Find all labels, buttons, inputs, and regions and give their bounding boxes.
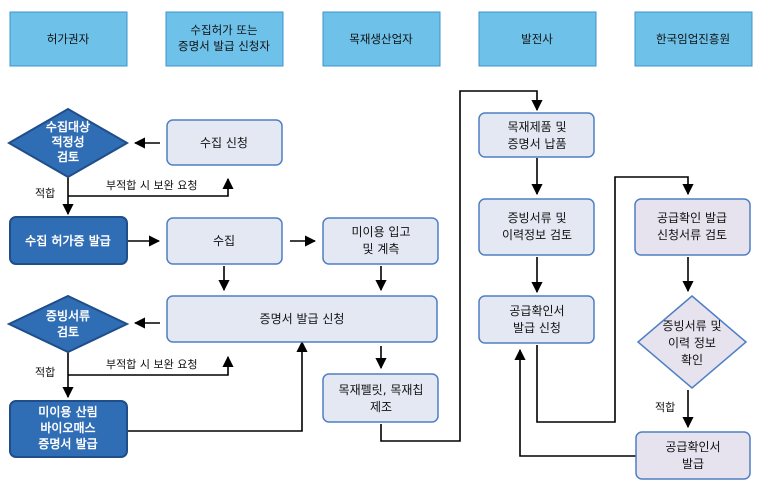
svg-text:공급확인서: 공급확인서 <box>509 304 564 318</box>
svg-text:증명서 발급: 증명서 발급 <box>38 436 97 451</box>
svg-text:제조: 제조 <box>370 400 392 414</box>
header-wood-producer: 목재생산업자 <box>349 32 413 46</box>
svg-text:수집 신청: 수집 신청 <box>200 136 248 150</box>
node-issue-collection-permit: 수집 허가증 발급 <box>9 216 128 265</box>
header-cell-wood-producer <box>322 11 441 67</box>
header-power-company: 발전사 <box>521 32 553 46</box>
svg-text:증빙서류: 증빙서류 <box>46 308 90 323</box>
svg-text:검토: 검토 <box>57 149 79 164</box>
svg-text:목재제품 및: 목재제품 및 <box>507 120 566 134</box>
svg-text:수집대상: 수집대상 <box>46 119 90 134</box>
node-review-history: 증빙서류 및 이력정보 검토 <box>478 198 595 256</box>
svg-text:발급: 발급 <box>682 457 704 471</box>
header-row: 허가권자 수집허가 또는 증명서 발급 신청자 목재생산업자 발전사 한국임업진… <box>9 11 753 67</box>
node-collection-application: 수집 신청 <box>166 119 283 166</box>
connectors <box>62 90 694 457</box>
node-collection: 수집 <box>166 217 283 265</box>
header-cell-permit-authority <box>9 11 128 67</box>
node-supply-confirmation-application: 공급확인서 발급 신청 <box>478 295 595 344</box>
node-receiving-and-measuring: 미이용 입고 및 계측 <box>322 217 439 265</box>
node-certificate-application: 증명서 발급 신청 <box>166 295 438 343</box>
label-pass-2: 적합 <box>35 366 55 379</box>
header-applicant-line1: 수집허가 또는 <box>190 23 257 37</box>
node-review-documents: 증빙서류 검토 <box>6 294 130 354</box>
label-fail-2: 부적합 시 보완 요청 <box>106 358 197 371</box>
svg-text:목재펠릿, 목재칩: 목재펠릿, 목재칩 <box>339 383 424 397</box>
node-review-supply-application: 공급확인 발급 신청서류 검토 <box>634 198 751 256</box>
svg-text:발급 신청: 발급 신청 <box>513 321 561 335</box>
svg-text:공급확인 발급: 공급확인 발급 <box>657 211 727 225</box>
header-cell-forestry-agency <box>634 11 753 67</box>
svg-text:바이오매스: 바이오매스 <box>40 420 95 435</box>
label-pass-1: 적합 <box>35 187 55 200</box>
label-fail-1: 부적합 시 보완 요청 <box>106 179 197 192</box>
svg-text:확인: 확인 <box>681 353 703 367</box>
node-review-eligibility: 수집대상 적정성 검토 <box>6 107 130 179</box>
svg-text:미이용 입고: 미이용 입고 <box>351 225 410 239</box>
svg-text:증명서 납품: 증명서 납품 <box>507 137 566 151</box>
header-forestry-agency: 한국임업진흥원 <box>656 32 730 46</box>
svg-text:신청서류 검토: 신청서류 검토 <box>657 228 727 242</box>
svg-text:수집 허가증 발급: 수집 허가증 발급 <box>25 233 111 248</box>
svg-text:검토: 검토 <box>57 324 79 339</box>
header-permit-authority: 허가권자 <box>47 32 90 46</box>
svg-text:미이용 산림: 미이용 산림 <box>38 404 97 419</box>
node-deliver-products: 목재제품 및 증명서 납품 <box>478 112 595 158</box>
node-issue-supply-confirmation: 공급확인서 발급 <box>635 431 751 480</box>
header-applicant-line2: 증명서 발급 신청자 <box>178 39 270 53</box>
svg-text:증빙서류 및: 증빙서류 및 <box>662 319 721 333</box>
svg-text:이력 정보: 이력 정보 <box>668 336 716 350</box>
node-issue-biomass-certificate: 미이용 산림 바이오매스 증명서 발급 <box>9 400 128 458</box>
svg-text:공급확인서: 공급확인서 <box>665 440 720 454</box>
svg-text:증빙서류 및: 증빙서류 및 <box>507 211 566 225</box>
node-confirm-documents-history: 증빙서류 및 이력 정보 확인 <box>636 295 748 389</box>
svg-text:수집: 수집 <box>213 234 235 248</box>
header-cell-applicant <box>165 11 284 67</box>
label-pass-3: 적합 <box>655 401 675 414</box>
svg-text:및 계측: 및 계측 <box>363 242 400 256</box>
svg-text:이력정보 검토: 이력정보 검토 <box>502 228 572 242</box>
svg-text:증명서 발급 신청: 증명서 발급 신청 <box>260 312 345 326</box>
header-cell-power-company <box>478 11 597 67</box>
node-pellet-chip-manufacturing: 목재펠릿, 목재칩 제조 <box>322 373 439 423</box>
svg-text:적정성: 적정성 <box>51 134 84 149</box>
